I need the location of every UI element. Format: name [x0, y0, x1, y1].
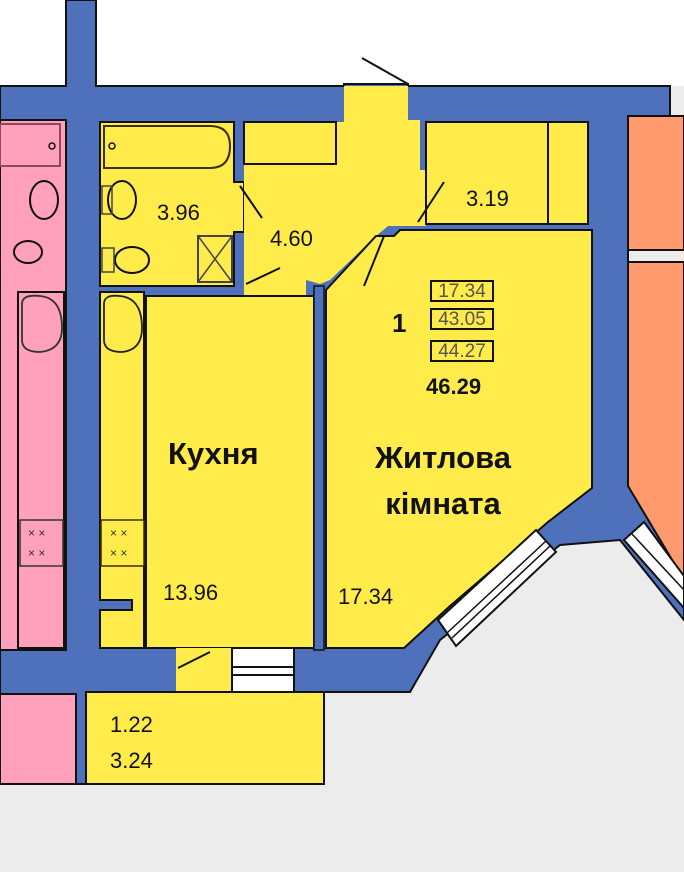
living-room-area: 17.34: [338, 584, 394, 609]
balcony-door: [177, 651, 211, 669]
living-room-label-line1: Житлова: [375, 440, 511, 475]
sink-icon: [107, 180, 137, 220]
balcony-floor: [85, 691, 325, 785]
bathroom-door: [239, 185, 263, 219]
neighbor-apartment-right-top: [627, 115, 684, 251]
neighbor-apartment-left-bottom: [0, 693, 79, 785]
area-box-total: 44.27: [430, 340, 494, 362]
closet-nook: [243, 121, 337, 165]
window-balcony: [231, 647, 295, 693]
svg-text:× ×: × ×: [28, 546, 45, 560]
window-right: [622, 520, 684, 610]
partition-wall: [313, 285, 325, 651]
hallway-area: 4.60: [270, 226, 313, 251]
balcony-area-reduced: 1.22: [110, 712, 153, 737]
area-box-living: 17.34: [430, 280, 494, 302]
living-room-floor: [325, 229, 593, 649]
svg-text:× ×: × ×: [110, 546, 127, 560]
exterior-top: [0, 0, 684, 86]
stove-icon: [100, 519, 145, 567]
kitchen-sink-icon: [103, 294, 143, 353]
bathtub-icon: [103, 125, 232, 169]
kitchen-door-small: [245, 267, 281, 285]
apartment-number: 1: [392, 308, 407, 338]
storage-area: 3.19: [466, 186, 509, 211]
toilet-icon: [114, 246, 150, 274]
total-area: 46.29: [426, 374, 482, 399]
svg-text:× ×: × ×: [110, 526, 127, 540]
living-room-label-line2: кімната: [385, 486, 501, 521]
svg-text:× ×: × ×: [28, 526, 45, 540]
bathroom-area: 3.96: [157, 200, 200, 225]
kitchen-label: Кухня: [168, 436, 259, 471]
living-room-door: [363, 235, 385, 287]
balcony-area-full: 3.24: [110, 748, 153, 773]
entrance-door: [361, 57, 409, 85]
area-box-usable: 43.05: [430, 308, 494, 330]
kitchen-area: 13.96: [163, 580, 219, 605]
entry-corridor: [176, 648, 232, 692]
ventilation-shaft-icon: [197, 235, 233, 283]
storage-door: [417, 181, 445, 223]
